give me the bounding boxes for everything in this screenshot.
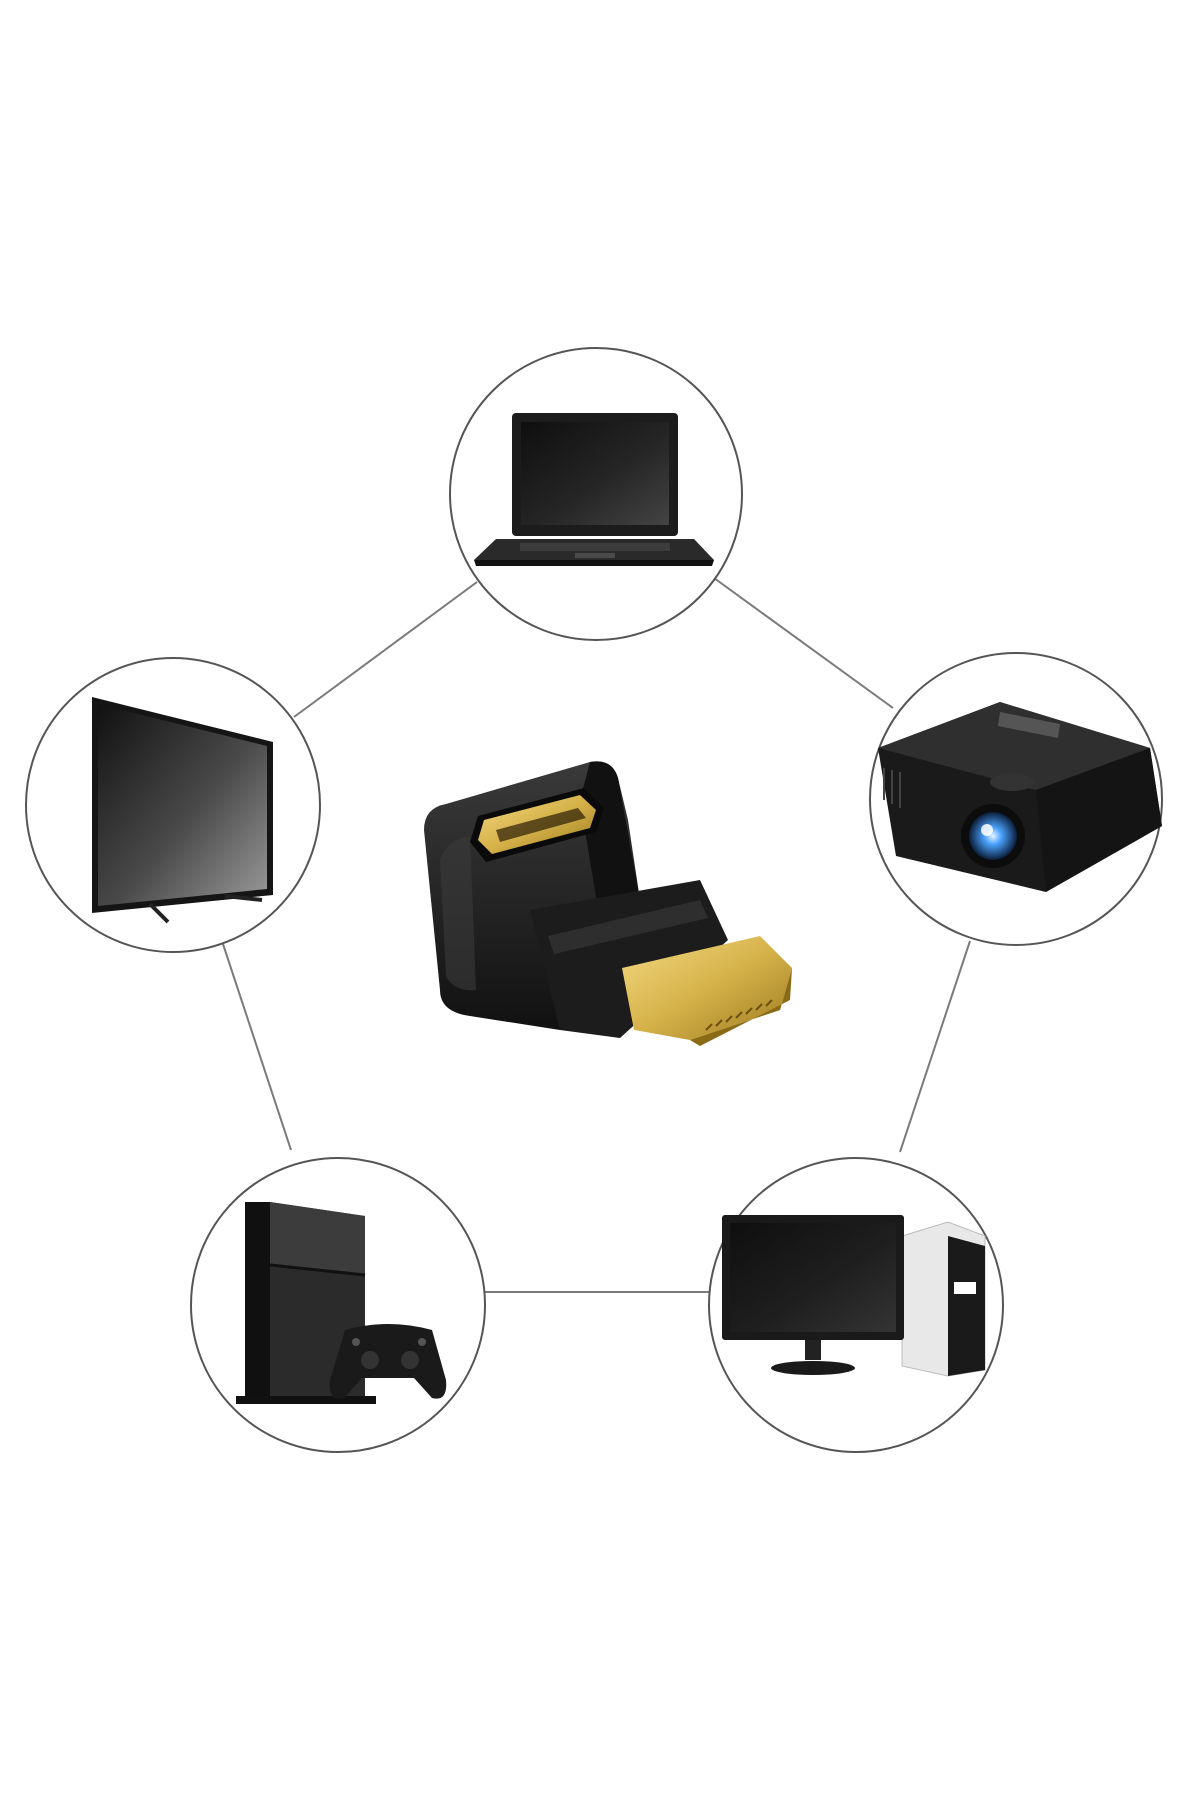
connection-projector-desktop xyxy=(899,940,971,1153)
node-projector xyxy=(869,652,1163,946)
node-laptop xyxy=(449,347,743,641)
projector-icon xyxy=(878,702,1162,892)
connection-laptop-projector xyxy=(713,577,894,709)
node-tv xyxy=(25,657,321,953)
controller-icon xyxy=(329,1324,447,1399)
connection-console-tv xyxy=(221,940,292,1151)
connection-tv-laptop xyxy=(293,581,478,718)
hdmi-right-angle-adapter-icon xyxy=(424,761,792,1046)
tv-icon xyxy=(92,697,273,924)
connection-lines xyxy=(221,577,971,1293)
laptop-icon xyxy=(474,413,714,566)
node-game-console xyxy=(190,1157,486,1453)
game-console-icon xyxy=(236,1202,447,1404)
node-desktop-computer xyxy=(708,1157,1004,1453)
desktop-computer-icon xyxy=(722,1215,986,1377)
